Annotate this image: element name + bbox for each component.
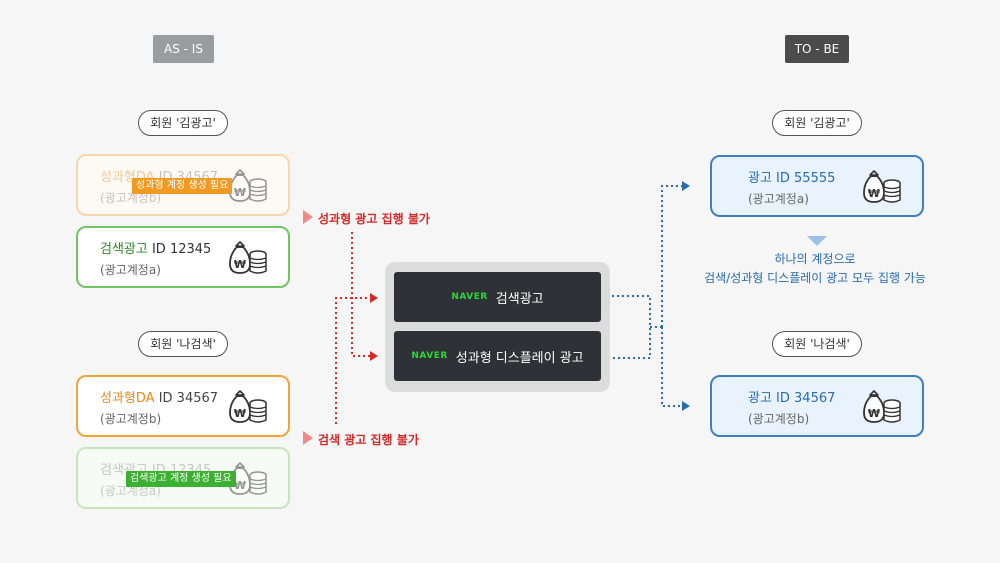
naver-search-ad-button[interactable]: NAVER 검색광고 bbox=[394, 272, 601, 322]
tobe-header: TO - BE bbox=[785, 35, 849, 63]
asis-kim-search-card: 검색광고 ID 12345 (광고계정a) bbox=[76, 226, 290, 288]
asis-header: AS - IS bbox=[153, 35, 214, 63]
card-title: 광고 ID 34567 bbox=[748, 391, 836, 406]
tobe-na-ad-card: 광고 ID 34567 (광고계정b) bbox=[710, 375, 924, 437]
search-ad-label: 검색광고 bbox=[495, 291, 544, 307]
asis-na-display-card: 성과형DA ID 34567 (광고계정b) bbox=[76, 375, 290, 437]
display-ad-label: 성과형 디스플레이 광고 bbox=[455, 350, 584, 366]
money-bag-icon bbox=[226, 168, 268, 204]
asis-kim-display-card: 성과형DA ID 34567 (광고계정b) 성과형 계정 생성 필요 bbox=[76, 154, 290, 216]
money-bag-icon bbox=[860, 169, 902, 205]
naver-logo: NAVER bbox=[451, 292, 488, 302]
create-search-account-badge: 검색광고 계정 생성 필요 bbox=[126, 471, 236, 487]
card-title-prefix: 성과형DA bbox=[100, 391, 155, 406]
warn-display-not-available: 성과형 광고 집행 불가 bbox=[318, 212, 430, 226]
warn-search-not-available: 검색 광고 집행 불가 bbox=[318, 433, 419, 447]
asis-member-kim-pill: 회원 '김광고' bbox=[138, 110, 228, 136]
blue-connector-bracket bbox=[612, 295, 662, 359]
tobe-member-kim-pill: 회원 '김광고' bbox=[772, 110, 862, 136]
blue-connector-to-tobe-card1 bbox=[661, 185, 682, 327]
card-account: (광고계정a) bbox=[748, 192, 809, 206]
card-title: 검색광고 ID 12345 bbox=[100, 238, 211, 257]
blue-connector-to-tobe-card2 bbox=[661, 327, 682, 407]
warn1-arrow-icon bbox=[303, 210, 313, 224]
card-title: 성과형DA ID 34567 bbox=[100, 387, 218, 406]
card-account: (광고계정a) bbox=[100, 484, 161, 498]
card-account: (광고계정b) bbox=[100, 191, 162, 205]
tobe-member-na-pill: 회원 '나검색' bbox=[772, 331, 862, 357]
card-account: (광고계정b) bbox=[748, 412, 810, 426]
warn2-arrow-icon bbox=[303, 431, 313, 445]
red-arrowhead-display bbox=[370, 351, 378, 361]
blue-arrowhead-card1 bbox=[682, 181, 690, 191]
money-bag-icon bbox=[226, 389, 268, 425]
card-title: 광고 ID 55555 bbox=[748, 171, 836, 186]
tobe-kim-ad-card: 광고 ID 55555 (광고계정a) bbox=[710, 155, 924, 217]
note-line2: 검색/성과형 디스플레이 광고 모두 집행 가능 bbox=[704, 271, 926, 285]
card-account: (광고계정a) bbox=[100, 263, 161, 277]
red-connector-warn1-to-display bbox=[351, 232, 372, 357]
red-connector-warn2-to-search bbox=[335, 297, 372, 424]
money-bag-icon bbox=[226, 240, 268, 276]
note-line1: 하나의 계정으로 bbox=[774, 252, 856, 266]
red-arrowhead-search bbox=[370, 293, 378, 303]
card-title-id: ID 34567 bbox=[154, 391, 219, 406]
blue-arrowhead-card2 bbox=[682, 401, 690, 411]
naver-display-ad-button[interactable]: NAVER 성과형 디스플레이 광고 bbox=[394, 331, 601, 381]
card-account: (광고계정b) bbox=[100, 412, 162, 426]
card-title-prefix: 검색광고 bbox=[100, 242, 148, 257]
asis-na-search-card: 검색광고 ID 12345 (광고계정a) 검색광고 계정 생성 필요 bbox=[76, 447, 290, 509]
create-display-account-badge: 성과형 계정 생성 필요 bbox=[132, 178, 233, 194]
money-bag-icon bbox=[860, 389, 902, 425]
naver-logo: NAVER bbox=[411, 351, 448, 361]
down-arrow-icon bbox=[807, 236, 827, 246]
tobe-note: 하나의 계정으로 검색/성과형 디스플레이 광고 모두 집행 가능 bbox=[660, 250, 970, 288]
asis-member-na-pill: 회원 '나검색' bbox=[138, 331, 228, 357]
card-title-id: ID 12345 bbox=[147, 242, 212, 257]
